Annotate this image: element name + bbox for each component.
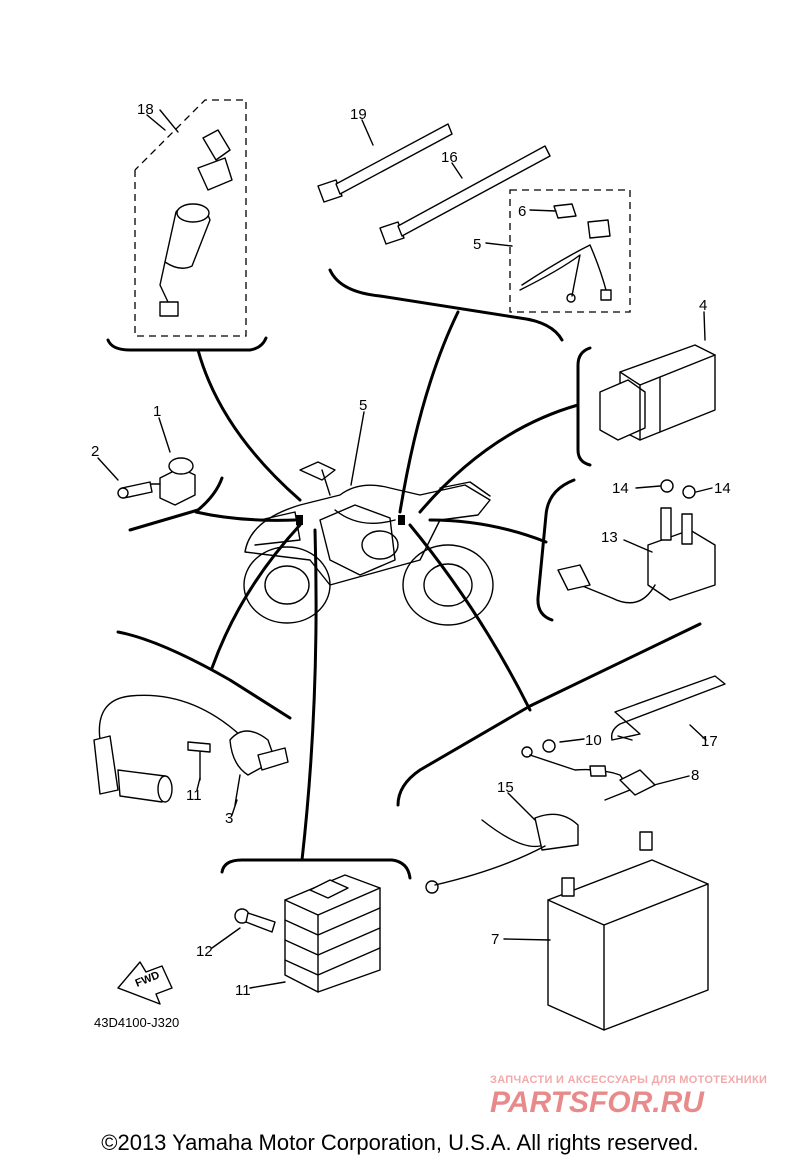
part-label-13: 13 xyxy=(601,529,618,546)
part-label-12: 12 xyxy=(196,943,213,960)
atv-outline xyxy=(243,461,494,626)
part-label-14-left: 14 xyxy=(612,480,629,497)
leader-lines xyxy=(194,310,580,862)
cable-ties xyxy=(317,123,551,245)
part-label-1: 1 xyxy=(153,403,161,420)
part-label-16: 16 xyxy=(441,149,458,166)
part-label-9: 10 xyxy=(585,732,602,749)
part-label-14-right: 14 xyxy=(714,480,731,497)
part-label-19: 19 xyxy=(350,106,367,123)
part-label-2: 2 xyxy=(91,443,99,460)
copyright-notice: ©2013 Yamaha Motor Corporation, U.S.A. A… xyxy=(101,1130,699,1155)
part-label-7: 7 xyxy=(491,931,499,948)
callout-frames xyxy=(106,268,702,880)
part-label-5-harness: 5 xyxy=(473,236,481,253)
part-label-11: 11 xyxy=(235,982,251,999)
battery-group xyxy=(425,675,726,1031)
cdi-unit xyxy=(599,344,716,441)
part-leaders xyxy=(97,114,713,989)
diagram-code: 43D4100-J320 xyxy=(94,1015,179,1030)
part-label-8: 8 xyxy=(691,767,699,784)
part-number-labels: 18 19 16 6 5 4 5 1 2 14 14 13 10 17 8 15… xyxy=(91,101,731,999)
part-label-5-machine: 5 xyxy=(359,397,367,414)
part-label-18: 18 xyxy=(137,101,154,118)
ignition-coil xyxy=(93,694,289,806)
watermark-tagline: ЗАПЧАСТИ И АКСЕССУАРЫ ДЛЯ МОТОТЕХНИКИ xyxy=(490,1074,767,1086)
part-label-4: 4 xyxy=(699,297,707,314)
sub-wire-harness xyxy=(509,189,631,313)
rectifier-regulator xyxy=(234,874,381,993)
part-label-10: 11 xyxy=(186,787,202,804)
watermark: ЗАПЧАСТИ И АКСЕССУАРЫ ДЛЯ МОТОТЕХНИКИ PA… xyxy=(490,1074,767,1119)
forward-arrow-icon: FWD xyxy=(117,961,173,1005)
part-label-6: 6 xyxy=(518,203,526,220)
watermark-logo: PARTSFOR.RU xyxy=(490,1086,705,1119)
starter-relay xyxy=(557,479,716,604)
relay-unit xyxy=(117,457,196,506)
part-label-17: 17 xyxy=(701,733,718,750)
main-switch-assembly xyxy=(134,99,247,337)
part-label-15: 15 xyxy=(497,779,514,796)
part-label-3: 3 xyxy=(225,810,233,827)
